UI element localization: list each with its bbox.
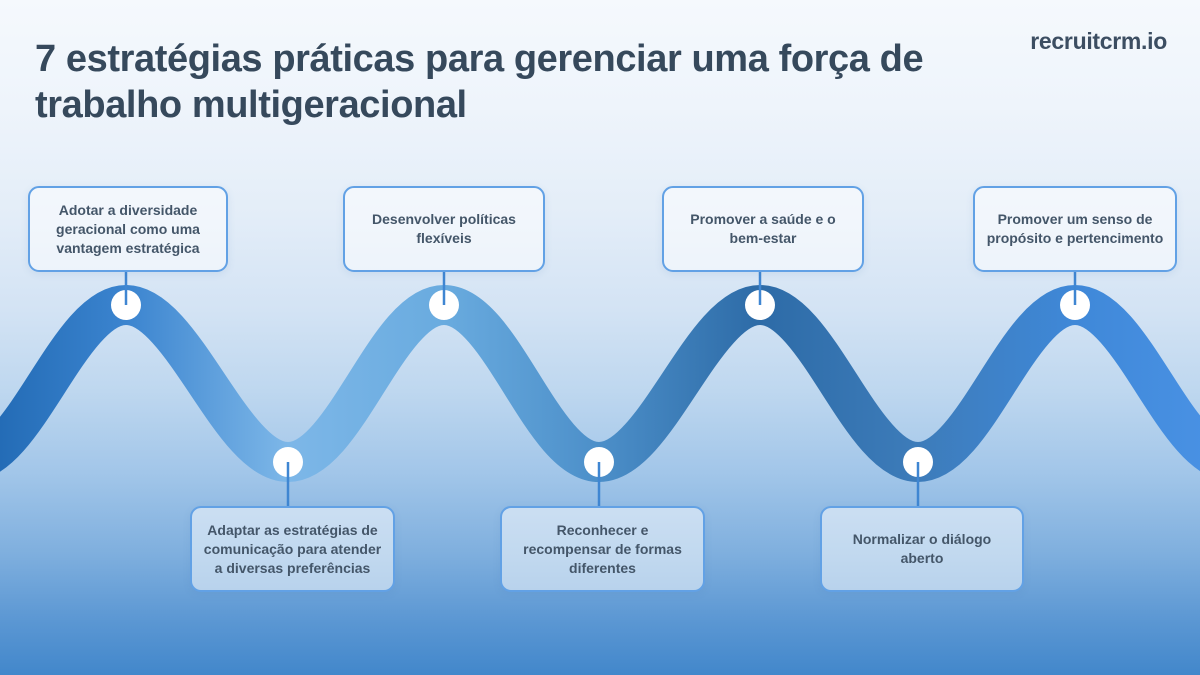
strategy-card-4: Reconhecer e recompensar de formas difer… bbox=[500, 506, 705, 592]
wave-ribbon bbox=[0, 284, 1200, 483]
page-title: 7 estratégias práticas para gerenciar um… bbox=[35, 38, 924, 127]
strategy-card-3: Desenvolver políticas flexíveis bbox=[343, 186, 545, 272]
strategy-card-6: Normalizar o diálogo aberto bbox=[820, 506, 1024, 592]
strategy-label-1: Adotar a diversidade geracional como uma… bbox=[56, 201, 200, 256]
strategy-card-1: Adotar a diversidade geracional como uma… bbox=[28, 186, 228, 272]
strategy-card-5: Promover a saúde e o bem-estar bbox=[662, 186, 864, 272]
strategy-label-2: Adaptar as estratégias de comunicação pa… bbox=[203, 521, 382, 576]
strategy-label-3: Desenvolver políticas flexíveis bbox=[372, 211, 516, 246]
strategy-label-4: Reconhecer e recompensar de formas difer… bbox=[523, 521, 682, 576]
strategy-card-7: Promover um senso de propósito e pertenc… bbox=[973, 186, 1177, 272]
strategy-label-6: Normalizar o diálogo aberto bbox=[852, 531, 992, 566]
strategy-label-7: Promover um senso de propósito e pertenc… bbox=[986, 211, 1164, 246]
brand-logo: recruitcrm.io bbox=[1030, 28, 1167, 54]
strategy-label-5: Promover a saúde e o bem-estar bbox=[690, 211, 836, 246]
strategy-card-2: Adaptar as estratégias de comunicação pa… bbox=[190, 506, 395, 592]
